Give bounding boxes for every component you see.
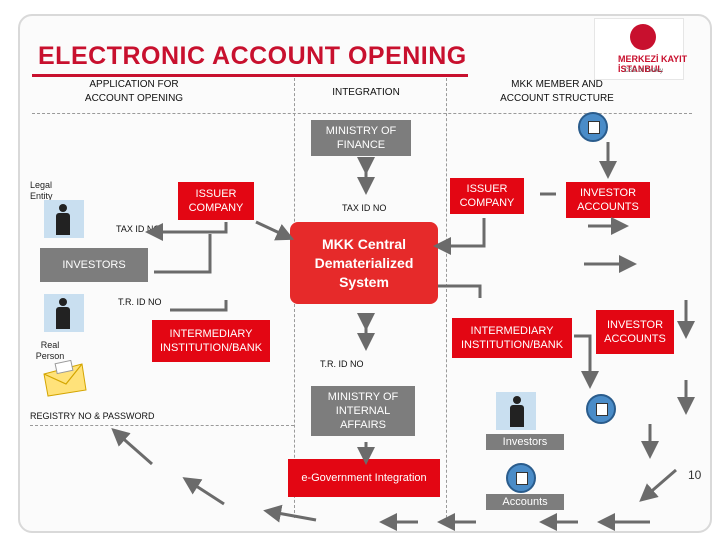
investor-accounts-top-box: INVESTOR ACCOUNTS [566, 182, 650, 218]
column-header-application: APPLICATION FOR ACCOUNT OPENING [84, 79, 184, 104]
investor-accounts-mid-box: INVESTOR ACCOUNTS [596, 310, 674, 354]
envelope-icon [43, 360, 87, 397]
document-disk-icon [578, 112, 608, 142]
investors-small-box: Investors [486, 434, 564, 450]
document-disk-icon [506, 463, 536, 493]
tr-id-center-label: T.R. ID NO [320, 359, 364, 369]
legal-entity-label: Legal Entity [30, 180, 53, 201]
person-icon [506, 396, 528, 428]
investors-box: INVESTORS [40, 248, 148, 282]
document-disk-icon [586, 394, 616, 424]
logo-mark-icon [630, 24, 656, 50]
issuer-company-left-box: ISSUER COMPANY [178, 182, 254, 220]
mkk-central-system-box: MKK Central Dematerialized System [290, 222, 438, 304]
issuer-right-to-mkk-arrow [433, 218, 486, 255]
issuer-to-investors-arrow [145, 222, 228, 241]
person-icon [52, 204, 74, 236]
accounts-small-box: Accounts [486, 494, 564, 510]
person-icon [52, 298, 74, 330]
issuer-to-mkk-arrow [255, 220, 295, 241]
intermediary-right-box: INTERMEDIARY INSTITUTION/BANK [452, 318, 572, 358]
column-divider-right [446, 78, 447, 518]
logo-subtitle: CSD of Turkey [624, 68, 664, 74]
tr-id-left-label: T.R. ID NO [118, 297, 162, 307]
intermediary-left-box: INTERMEDIARY INSTITUTION/BANK [152, 320, 270, 362]
issuer-company-right-box: ISSUER COMPANY [450, 178, 524, 214]
page-title: ELECTRONIC ACCOUNT OPENING [38, 42, 467, 70]
ministry-internal-affairs-box: MINISTRY OF INTERNAL AFFAIRS [311, 386, 415, 436]
registry-label: REGISTRY NO & PASSWORD [30, 411, 155, 421]
column-header-integration: INTEGRATION [332, 87, 400, 98]
lower-divider [30, 425, 294, 426]
title-underline [32, 74, 468, 77]
logo-name: MERKEZİ KAYIT İSTANBUL [618, 54, 688, 74]
ministry-of-finance-box: MINISTRY OF FINANCE [311, 120, 411, 156]
real-person-label: Real Person [35, 340, 65, 361]
tax-id-center-label: TAX ID NO [342, 203, 387, 213]
egov-integration-box: e-Government Integration [288, 459, 440, 497]
header-divider [32, 113, 692, 114]
column-header-mkk-structure: MKK MEMBER AND ACCOUNT STRUCTURE [500, 79, 614, 104]
tax-id-left-label: TAX ID NO [116, 224, 161, 234]
page-number: 10 [688, 468, 702, 482]
